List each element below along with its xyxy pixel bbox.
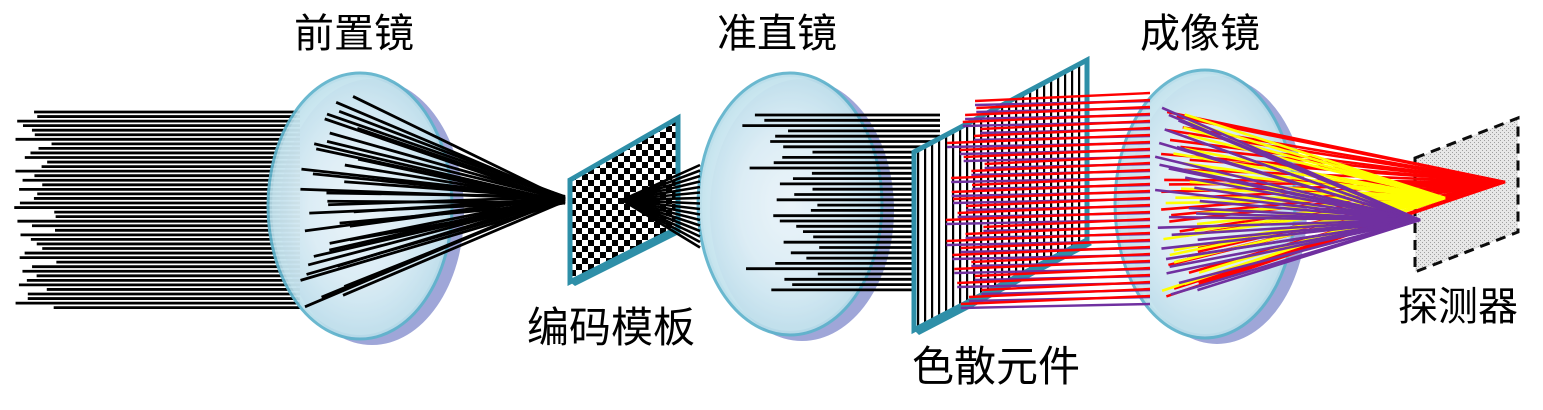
imaging-lens-face [1119, 74, 1291, 334]
collimator-lens-label: 准直镜 [717, 14, 837, 54]
dispersive-element-label: 色散元件 [912, 346, 1080, 388]
fore-lens-face [272, 77, 448, 335]
coded-mask-label: 编码模板 [527, 307, 695, 349]
imaging-lens-label: 成像镜 [1140, 14, 1260, 54]
dispersed-purple-ray [961, 304, 1150, 308]
fore-lens-label: 前置镜 [294, 14, 414, 54]
detector-label: 探测器 [1398, 287, 1518, 327]
ray-layer-input [14, 112, 300, 308]
